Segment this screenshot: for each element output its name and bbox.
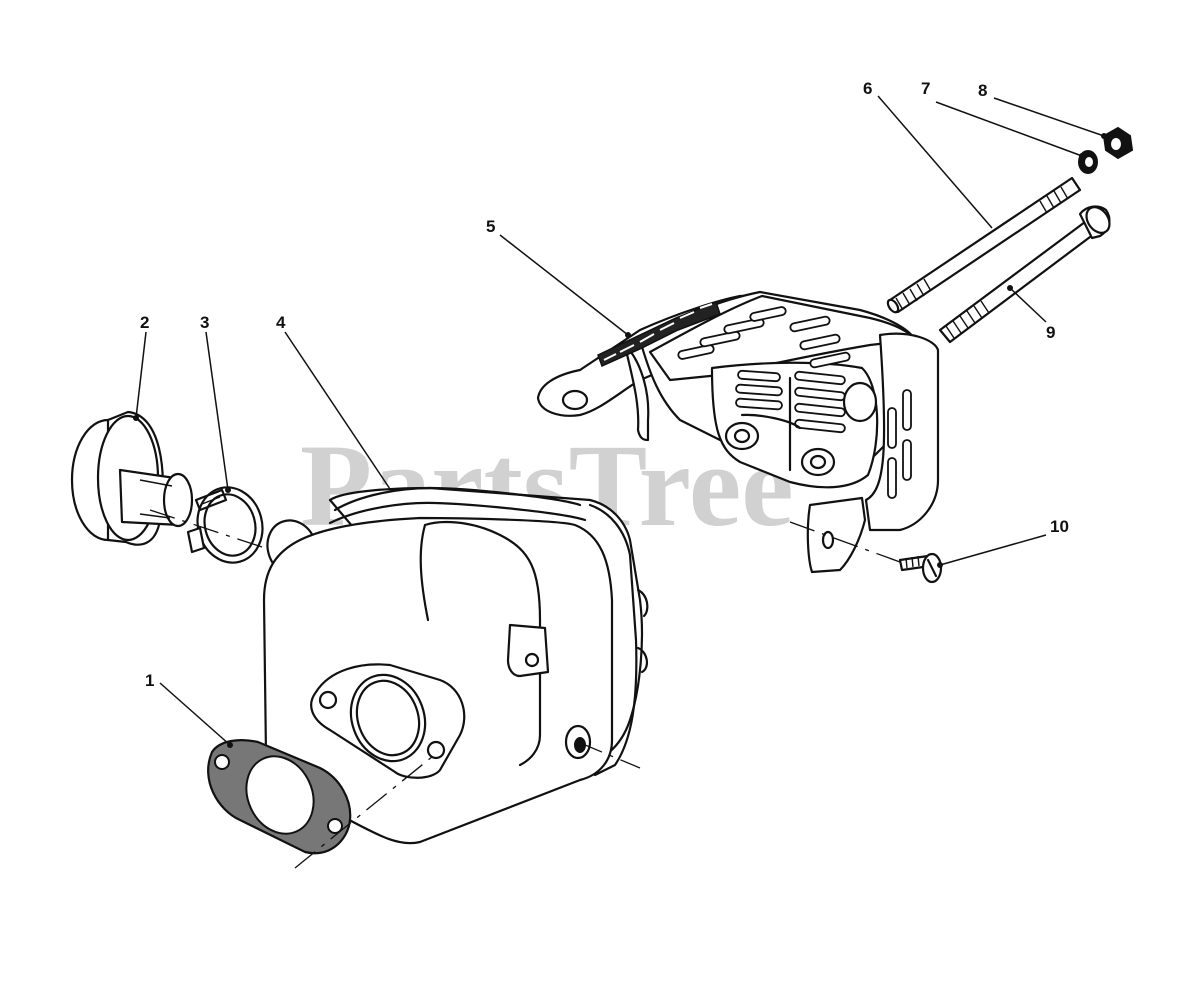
part-3-clamp[interactable] [186, 480, 271, 570]
leader-4 [284, 331, 393, 493]
leader-10 [939, 534, 1047, 566]
callout-3: 3 [200, 313, 209, 332]
centerline-gasket [294, 751, 439, 869]
part-4-muffler[interactable] [260, 486, 649, 845]
callout-4: 4 [276, 313, 286, 332]
part-5-heat-shield[interactable] [536, 290, 940, 574]
leader-1 [159, 682, 231, 746]
leader-9 [1009, 287, 1047, 323]
part-6-stud[interactable] [886, 176, 1082, 314]
centerline-deflector [149, 509, 266, 549]
centerline-screw [789, 521, 901, 563]
part-10-screw[interactable] [898, 552, 943, 584]
leader-7 [935, 101, 1083, 157]
callout-5: 5 [486, 217, 495, 236]
leader-2 [135, 331, 147, 419]
callout-6: 6 [863, 79, 872, 98]
part-2-deflector[interactable] [70, 410, 194, 546]
part-9-bolt[interactable] [938, 203, 1114, 344]
leader-8 [993, 97, 1105, 137]
callout-8: 8 [978, 81, 987, 100]
callout-10: 10 [1050, 517, 1069, 536]
part-1-gasket[interactable] [207, 739, 352, 855]
part-8-nut[interactable] [1102, 126, 1134, 160]
callout-7: 7 [921, 79, 930, 98]
leader-5 [499, 234, 629, 336]
callout-9: 9 [1046, 323, 1055, 342]
leader-3 [205, 331, 229, 491]
centerline-fitting [577, 741, 641, 769]
callout-2: 2 [140, 313, 149, 332]
leader-6 [877, 95, 993, 229]
callout-1: 1 [145, 671, 154, 690]
